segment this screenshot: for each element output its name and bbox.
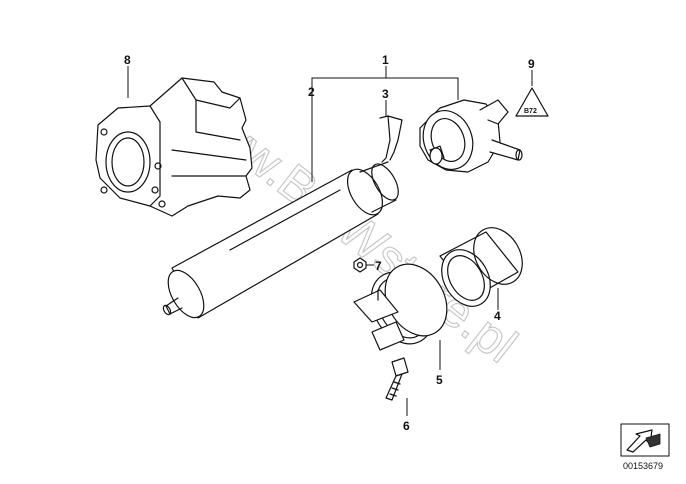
reference-box: 00153679 xyxy=(620,423,670,471)
callout-1: 1 xyxy=(382,53,389,67)
part-2-fuel-filter xyxy=(162,161,399,319)
leader-lines xyxy=(127,66,533,416)
part-3-clip xyxy=(379,115,403,163)
callout-6: 6 xyxy=(403,419,410,433)
part-8-housing xyxy=(95,77,253,217)
triangle-warning-icon xyxy=(515,87,549,117)
part-6-bolt xyxy=(385,357,409,401)
callout-7: 7 xyxy=(375,259,382,273)
part-5-clamp xyxy=(353,263,448,351)
callout-8: 8 xyxy=(124,53,131,67)
callout-5: 5 xyxy=(436,373,443,387)
part-9-warning-label: B72 xyxy=(515,87,549,117)
callout-4: 4 xyxy=(494,309,501,323)
callout-9: 9 xyxy=(528,57,535,71)
callout-2: 2 xyxy=(308,85,315,99)
reference-number: 00153679 xyxy=(623,461,663,471)
part-1-regulator xyxy=(419,99,523,173)
warning-label-text: B72 xyxy=(524,108,537,115)
part-4-sleeve xyxy=(439,227,523,307)
callout-3: 3 xyxy=(382,87,389,101)
part-7-nut xyxy=(353,257,367,273)
